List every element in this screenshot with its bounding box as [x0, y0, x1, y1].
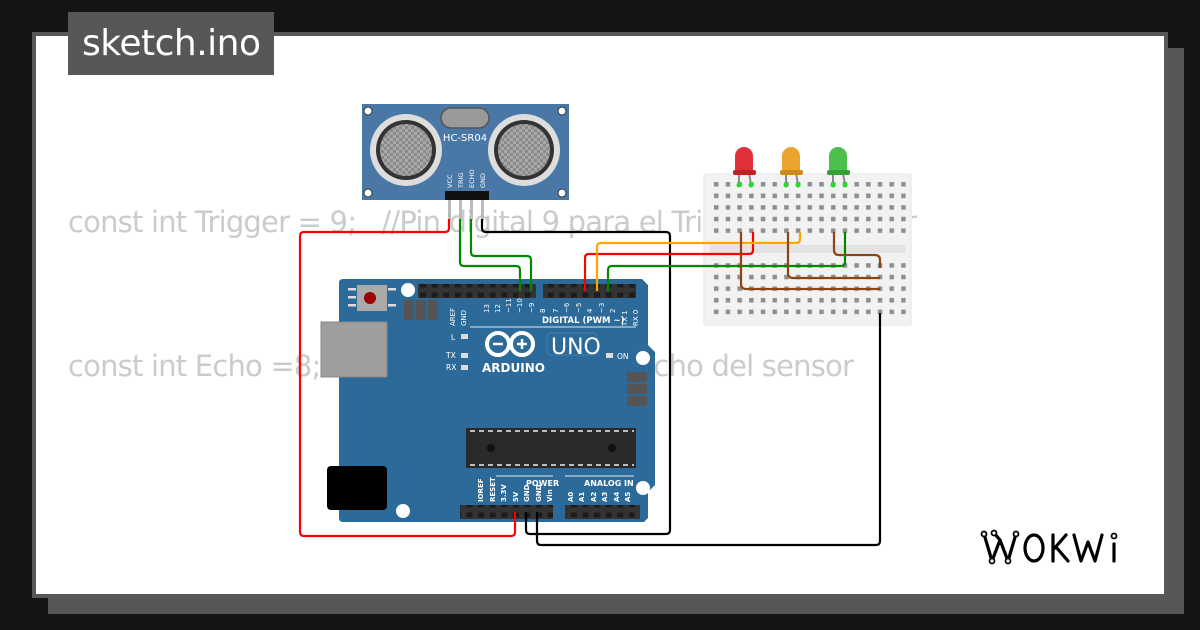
- sensor-label: HC-SR04: [443, 133, 487, 144]
- svg-text:GND: GND: [460, 310, 468, 326]
- svg-text:RX 0: RX 0: [632, 310, 640, 326]
- svg-text:ANALOG IN: ANALOG IN: [584, 479, 634, 488]
- arduino-model: UNO: [551, 335, 601, 360]
- wire-echo: [469, 219, 533, 291]
- svg-text:IOREF: IOREF: [477, 478, 485, 502]
- svg-text:ECHO: ECHO: [468, 169, 476, 188]
- svg-text:GND: GND: [523, 484, 531, 502]
- svg-text:A3: A3: [601, 492, 609, 502]
- svg-text:POWER: POWER: [526, 479, 559, 488]
- wire-gnd-breadboard: [535, 313, 882, 547]
- svg-text:TRIG: TRIG: [457, 173, 465, 189]
- svg-text:A1: A1: [578, 492, 586, 502]
- wire-led-orange: [595, 232, 802, 291]
- svg-text:A0: A0: [567, 492, 575, 502]
- wires: [298, 219, 882, 547]
- svg-text:A5: A5: [624, 492, 632, 502]
- svg-text:~11: ~11: [505, 298, 513, 313]
- svg-text:12: 12: [494, 304, 502, 313]
- led-red[interactable]: [733, 147, 756, 188]
- wire-led-red: [583, 232, 755, 291]
- svg-text:Vin: Vin: [546, 489, 554, 502]
- svg-text:~3: ~3: [598, 303, 606, 313]
- svg-text:TX: TX: [445, 351, 456, 360]
- svg-text:~5: ~5: [575, 303, 583, 313]
- svg-text:5V: 5V: [512, 491, 520, 502]
- wire-trig: [458, 219, 522, 291]
- svg-text:13: 13: [483, 304, 491, 313]
- svg-text:GND: GND: [535, 484, 543, 502]
- svg-text:~6: ~6: [563, 302, 571, 313]
- ultrasonic-sensor-hc-sr04[interactable]: HC-SR04 VCC TRIG ECHO GND: [362, 104, 569, 220]
- svg-text:3.3V: 3.3V: [500, 484, 508, 502]
- svg-text:L: L: [451, 333, 456, 342]
- svg-text:RX: RX: [446, 363, 456, 372]
- digital-header-label: DIGITAL (PWM ~): [542, 316, 624, 326]
- wire-led-green: [606, 232, 847, 291]
- arduino-uno-board[interactable]: DIGITAL (PWM ~) AREF GND 13 12 ~11 ~10 ~…: [320, 279, 655, 522]
- wire-gnd-sensor: [480, 219, 672, 536]
- led-green[interactable]: [827, 147, 850, 188]
- wokwi-logo: [978, 524, 1150, 574]
- wire-vcc: [298, 219, 517, 538]
- svg-text:RESET: RESET: [489, 477, 497, 502]
- file-tab: sketch.ino: [68, 12, 275, 75]
- svg-text:7: 7: [552, 309, 560, 313]
- svg-text:GND: GND: [479, 173, 487, 188]
- svg-text:4: 4: [586, 308, 594, 313]
- svg-text:TX 1: TX 1: [621, 310, 629, 327]
- breadboard: [703, 173, 912, 326]
- svg-text:AREF: AREF: [449, 308, 457, 326]
- svg-text:ON: ON: [617, 352, 629, 361]
- svg-text:VCC: VCC: [446, 174, 454, 188]
- svg-text:8: 8: [539, 309, 547, 313]
- svg-text:~9: ~9: [528, 303, 536, 313]
- svg-text:~10: ~10: [516, 298, 524, 313]
- led-orange[interactable]: [780, 147, 803, 188]
- svg-text:A4: A4: [613, 492, 621, 502]
- arduino-brand: ARDUINO: [482, 361, 545, 375]
- svg-text:2: 2: [609, 309, 617, 313]
- svg-text:A2: A2: [590, 492, 598, 502]
